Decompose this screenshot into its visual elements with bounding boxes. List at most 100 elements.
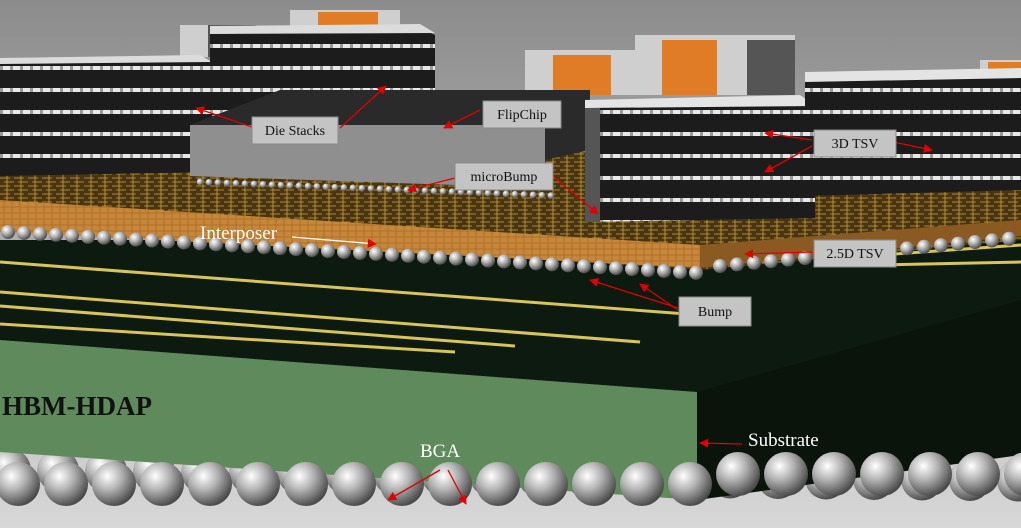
microbump-ball [502,190,510,198]
bump-ball [257,240,271,255]
microbump-ball [232,180,240,187]
microbump-ball [448,188,456,196]
bump-ball [561,258,575,273]
bump-ball [657,263,671,278]
bump-ball [951,236,965,251]
microbump-ball [286,182,294,189]
bga-ball [284,462,328,506]
microbump-ball [223,179,231,187]
microbump-ball [259,181,267,188]
bga-ball [572,462,616,506]
bga-ball [140,462,184,506]
bga-ball [620,462,664,506]
die-stack-far-right [805,68,1021,196]
bump-ball [513,255,527,270]
microbump-ball [304,182,312,190]
bump-ball [321,244,335,258]
label-flipchip: FlipChip [497,108,547,123]
bump-ball [33,226,47,241]
bump-ball [689,265,703,280]
label-bump: Bump [698,305,732,320]
bump-ball [353,245,367,260]
microbump-ball [241,180,249,188]
substrate-side [697,300,1021,500]
bump-ball [289,242,303,257]
label-microbump: microBump [471,170,538,185]
bump-ball [764,254,778,269]
label-die-stacks: Die Stacks [265,124,325,139]
bump-ball [625,262,639,277]
bga-ball [188,462,232,506]
bga-ball [716,452,760,496]
bump-ball [417,249,431,264]
bump-ball [968,235,982,249]
bump-ball [781,252,795,267]
microbump-ball [367,185,375,193]
microbump-ball [322,183,330,191]
microbump-ball [196,178,204,186]
microbump-ball [313,183,321,190]
label-25d-tsv-box [813,239,897,268]
microbump-ball [349,184,357,192]
microbump-ball [385,185,393,193]
microbump-ball [493,190,501,197]
bga-ball [524,462,568,506]
label-die-stacks-box [251,116,339,145]
bump-ball [529,256,543,271]
bump-ball [17,225,31,240]
bump-ball [113,231,127,246]
bump-ball [481,253,495,268]
bump-ball [337,244,351,259]
bump-ball [641,263,655,277]
microbump-ball [331,183,339,191]
microbump-ball [250,180,258,188]
bump-ball [577,259,591,274]
microbump-ball [421,187,429,195]
bump-ball [673,264,687,279]
microbump-ball [376,185,384,193]
bump-ball [273,241,287,256]
bump-ball [49,227,63,242]
bga-ball [92,462,136,506]
bump-ball [934,238,948,253]
bump-ball [241,239,255,254]
annotation-arrows [195,85,933,505]
bga-ball [236,462,280,506]
bump-ball [900,241,914,256]
bga-ball [44,462,88,506]
microbump-ball [538,191,546,199]
bump-ball [985,233,999,248]
label-25d-tsv: 2.5D TSV [826,247,883,262]
microbump-ball [529,191,537,199]
label-3d-tsv: 3D TSV [832,137,879,152]
bump-ball [609,261,623,276]
microbump-ball [340,184,348,192]
microbump-ball [520,191,528,199]
bump-ball [65,228,79,243]
bump-ball [465,252,479,267]
label-3d-tsv-box [813,129,897,158]
label-bump-box [678,296,752,327]
bump-ball [97,230,111,245]
bump-ball [209,237,223,252]
microbump-ball [439,188,447,195]
bump-ball [385,247,399,262]
label-bga: BGA [420,441,460,462]
label-microbump-box [454,162,554,191]
bga-front-row [0,452,1021,506]
bump-ball [730,257,744,272]
bump-ball [145,233,159,248]
bump-ball [497,254,511,269]
substrate-traces [0,243,1021,354]
bga-ball [956,452,1000,496]
bga-ball [812,452,856,496]
bga-ball [332,462,376,506]
microbump-ball [214,179,222,187]
bump-ball [917,239,931,254]
bga-ball [380,462,424,506]
microbump-ball [547,192,555,200]
bump-ball [593,260,607,275]
label-flipchip-box [482,100,562,129]
bga-ball [428,462,472,506]
